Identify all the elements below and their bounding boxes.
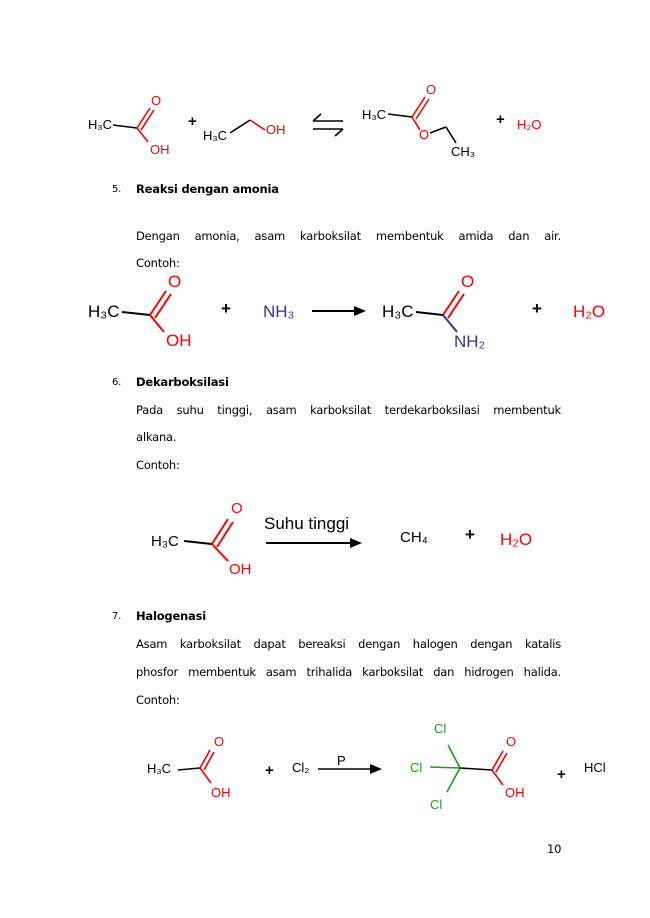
plus-sign: + [557, 766, 566, 783]
acetic-acid-ch3: H₃C [88, 117, 113, 132]
section-number: 6. [112, 377, 122, 388]
acetic-acid-o: O [214, 734, 225, 749]
acetic-acid-o: O [168, 272, 182, 291]
chlorine-bottom: Cl [430, 797, 443, 812]
section-number: 5. [112, 184, 122, 195]
section-title: Halogenasi [136, 609, 206, 623]
plus-sign: + [188, 113, 197, 130]
paragraph-line: Dengan amonia, asam karboksilat membentu… [136, 229, 561, 243]
ethanol-ch3: H₃C [203, 128, 228, 143]
plus-sign: + [221, 299, 231, 318]
acetic-acid-o: O [151, 93, 162, 108]
section-number: 7. [112, 611, 122, 622]
chlorine-left: Cl [410, 760, 423, 775]
acetic-acid-oh: OH [166, 331, 192, 350]
ethanol-oh: OH [266, 122, 286, 137]
condition-label: Suhu tinggi [264, 514, 350, 533]
ester-carbonyl-o: O [426, 82, 437, 97]
page-number: 10 [547, 842, 562, 856]
chlorine-top: Cl [434, 721, 447, 736]
acetic-acid-oh: OH [229, 561, 252, 578]
paragraph-line: alkana. [136, 430, 177, 444]
paragraph-line: Pada suhu tinggi, asam karboksilat terde… [136, 403, 561, 417]
ester-o: O [419, 127, 430, 142]
acetic-acid-oh: OH [211, 785, 231, 800]
catalyst-label: P [337, 753, 346, 768]
water: H₂O [573, 302, 606, 321]
acetic-acid-ch3: H₃C [147, 761, 172, 776]
acetic-acid-ch3: H₃C [88, 302, 120, 321]
acetic-acid-ch3: H₃C [151, 533, 179, 550]
ammonia: NH₃ [263, 302, 295, 321]
ester-ch3-end: CH₃ [451, 144, 476, 159]
amide-ch3: H₃C [382, 302, 414, 321]
example-label: Contoh: [136, 458, 180, 472]
plus-sign: + [265, 762, 274, 779]
ester-ch3: H₃C [362, 107, 387, 122]
paragraph-line: Asam karboksilat dapat bereaksi dengan h… [136, 637, 561, 651]
methane: CH₄ [400, 529, 428, 546]
section-title: Reaksi dengan amonia [136, 182, 279, 196]
product-o: O [506, 734, 517, 749]
amide-nh2: NH₂ [454, 332, 486, 351]
water: H₂O [500, 530, 533, 549]
section-title: Dekarboksilasi [136, 375, 229, 389]
plus-sign: + [532, 299, 542, 318]
acetic-acid-oh: OH [150, 142, 170, 157]
chlorine: Cl₂ [292, 760, 310, 775]
plus-sign: + [496, 111, 505, 128]
acetic-acid-o: O [231, 500, 243, 517]
plus-sign: + [465, 525, 475, 544]
product-oh: OH [505, 785, 525, 800]
amide-o: O [461, 272, 475, 291]
water: H₂O [517, 117, 542, 132]
example-label: Contoh: [136, 256, 180, 270]
paragraph-line: phosfor membentuk asam trihalida karboks… [136, 665, 561, 679]
hydrogen-chloride: HCl [584, 760, 606, 775]
example-label: Contoh: [136, 693, 180, 707]
